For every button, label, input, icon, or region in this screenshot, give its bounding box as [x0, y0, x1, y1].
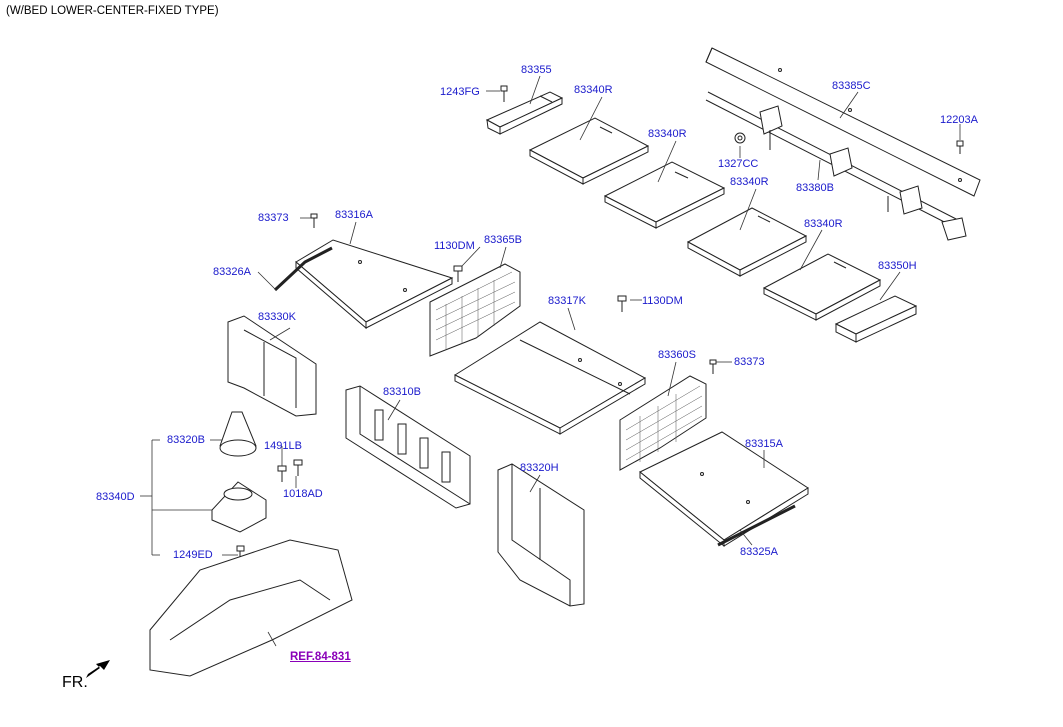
label-83340d: 83340D: [96, 491, 135, 503]
label-83340r-1: 83340R: [574, 84, 613, 96]
label-83317k: 83317K: [548, 295, 586, 307]
part-83385c-bar: [705, 47, 981, 197]
label-83350h: 83350H: [878, 260, 917, 272]
part-83340d-base: [211, 481, 267, 533]
label-83325a: 83325A: [740, 546, 778, 558]
part-83340r-tray-3: [686, 207, 808, 277]
label-83320h: 83320H: [520, 462, 559, 474]
label-83310b: 83310B: [383, 386, 421, 398]
part-83326a-strip: [273, 246, 333, 292]
part-83373-clip-1: [310, 213, 318, 228]
part-83317k-panel: [453, 321, 647, 435]
label-1130dm-1: 1130DM: [434, 240, 475, 252]
part-1130dm-screw-2: [617, 295, 627, 312]
reference-link[interactable]: REF.84-831: [290, 651, 351, 663]
label-83340r-3: 83340R: [730, 176, 769, 188]
label-12203a: 12203A: [940, 114, 978, 126]
label-1243fg: 1243FG: [440, 86, 480, 98]
part-1327cc-nut: [734, 132, 746, 144]
part-12203a-screw: [956, 140, 964, 154]
part-83316a-panel: [295, 239, 454, 330]
label-83373-1: 83373: [258, 212, 289, 224]
part-83320h-trim: [497, 463, 585, 607]
label-83385c: 83385C: [832, 80, 871, 92]
part-1491lb-bolt: [277, 465, 287, 482]
part-83310b-bulkhead: [345, 385, 471, 509]
part-83340r-tray-4: [762, 253, 882, 321]
label-83365b: 83365B: [484, 234, 522, 246]
part-1018ad-bolt: [293, 459, 303, 476]
label-83380b: 83380B: [796, 182, 834, 194]
label-83320b: 83320B: [167, 434, 205, 446]
part-83373-clip-2: [709, 359, 717, 374]
label-1491lb: 1491LB: [264, 440, 302, 452]
part-83350h-tray: [834, 295, 918, 343]
label-1018ad: 1018AD: [283, 488, 323, 500]
label-1130dm-2: 1130DM: [642, 295, 683, 307]
label-83360s: 83360S: [658, 349, 696, 361]
part-83340r-tray-1: [528, 117, 650, 185]
part-1130dm-screw-1: [453, 265, 463, 282]
part-83325a-strip: [717, 504, 796, 547]
part-reference-body: [149, 539, 353, 677]
label-83315a: 83315A: [745, 438, 783, 450]
label-83316a: 83316A: [335, 209, 373, 221]
label-83340r-4: 83340R: [804, 218, 843, 230]
part-1243fg-screw: [500, 85, 508, 102]
front-arrow-icon: [86, 660, 110, 678]
part-83330k-trim: [227, 315, 317, 417]
direction-label: FR.: [62, 674, 88, 691]
part-83320b-boot: [219, 411, 257, 457]
label-83326a: 83326A: [213, 266, 251, 278]
part-83380b-rod: [705, 91, 967, 241]
part-83365b-mesh: [429, 263, 521, 357]
leader-lines: [140, 75, 961, 647]
part-83340r-tray-2: [603, 161, 726, 229]
label-1249ed: 1249ED: [173, 549, 213, 561]
label-83355: 83355: [521, 64, 552, 76]
part-83360s-mesh: [619, 375, 707, 471]
label-83340r-2: 83340R: [648, 128, 687, 140]
part-83355-panel: [485, 91, 564, 135]
label-83373-2: 83373: [734, 356, 765, 368]
diagram-title: (W/BED LOWER-CENTER-FIXED TYPE): [6, 5, 219, 17]
label-1327cc: 1327CC: [718, 158, 759, 170]
label-83330k: 83330K: [258, 311, 296, 323]
